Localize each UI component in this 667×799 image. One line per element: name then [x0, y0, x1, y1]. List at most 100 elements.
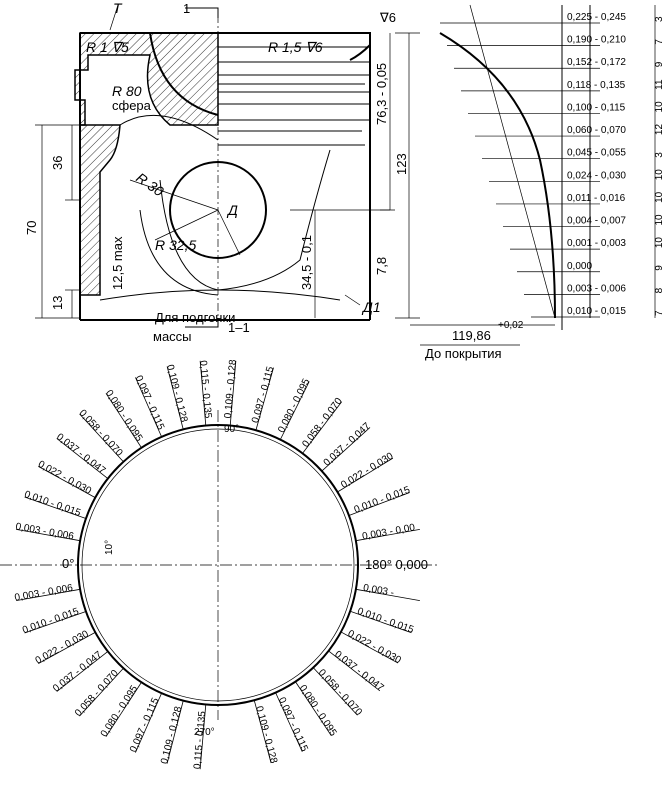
skirt-lower-curve: [99, 289, 341, 301]
ovality-value: 0,022 - 0,030: [339, 451, 395, 491]
ovality-ray: [275, 692, 303, 753]
piston-section: [35, 4, 555, 346]
ovality-ray: [105, 393, 142, 448]
profile-row-value: 0,024 - 0,030: [567, 170, 626, 181]
profile-row-value: 0,060 - 0,070: [567, 125, 626, 136]
crown-hatch: [74, 32, 219, 126]
pin-boss: [169, 161, 267, 259]
ovality-value: 0,109 - 0,128: [159, 705, 184, 765]
inner-cavity-left2: [159, 179, 219, 291]
dim-pin: 34,5 - 0,1: [299, 235, 314, 290]
pin-radius: R 32,5: [155, 237, 196, 253]
profile-row-value: 0,225 - 0,245: [567, 12, 626, 23]
ovality-value: 0,097 - 0,115: [133, 374, 167, 432]
diameter-value: 119,86: [452, 328, 491, 343]
ovality-ray: [355, 529, 420, 542]
profile-row-value: 0,010 - 0,015: [567, 306, 626, 317]
leader-T: [109, 4, 119, 31]
ovality-ray: [38, 466, 96, 499]
ovality-ray: [255, 367, 274, 431]
dim-height-top: 76,3 - 0,05: [374, 63, 389, 125]
section-arrow-bottom: [185, 318, 219, 328]
profile-row-step: 10: [654, 169, 665, 181]
leader-D1: [344, 294, 361, 306]
ovality-value: 0,109 - 0,128: [164, 364, 189, 424]
leader-r325: [154, 209, 219, 241]
ovality-ray: [56, 651, 109, 692]
radius-top-left: R 1 ∇5: [86, 39, 129, 55]
dome-curve: [149, 32, 219, 116]
inner-cavity-top: [119, 114, 219, 141]
diameter-note: До покрытия: [425, 346, 502, 361]
mass-note-line1: Для подгонки: [155, 310, 235, 325]
ovality-ray: [38, 631, 96, 664]
dim-13: 13: [50, 296, 65, 310]
dim-70: 70: [24, 221, 39, 235]
leader-r30: [129, 179, 219, 211]
angle-270: 270°: [194, 727, 215, 738]
mass-note-line2: массы: [153, 329, 192, 344]
ovality-value: 0,109 - 0,128: [223, 359, 239, 419]
letter-D: Д: [226, 202, 238, 218]
ovality-ray: [79, 667, 124, 717]
ovality-ray: [355, 588, 420, 601]
profile-row-step: 11: [654, 79, 665, 90]
inner-cavity-left: [139, 209, 219, 296]
profile-row-step: 7: [654, 39, 665, 45]
profile-row-step: 7: [654, 310, 665, 316]
ovality-ray: [166, 366, 184, 430]
profile-slant: [469, 4, 556, 319]
ovality-diagram: [0, 410, 440, 720]
dim-7-8: 7,8: [374, 257, 389, 275]
angle-0: 0°: [62, 556, 74, 571]
ovality-ray: [279, 381, 310, 440]
ovality-value: 0,022 - 0,030: [36, 459, 93, 497]
section-mark-top: 1: [183, 1, 190, 16]
profile-row-value: 0,004 - 0,007: [567, 216, 626, 227]
sphere-word: сфера: [112, 98, 152, 113]
ovality-ray: [199, 360, 207, 426]
ovality-ray: [253, 700, 272, 764]
profile-row-value: 0,003 - 0,006: [567, 283, 626, 294]
ovality-value: 0,115 - 0,135: [197, 360, 213, 419]
ovality-ray: [79, 413, 124, 463]
radius-top-right: R 1,5 ∇6: [268, 39, 323, 55]
ring-grooves: [218, 46, 370, 146]
letter-D1: Д1: [361, 299, 381, 315]
ovality-value: 0,010 - 0,015: [356, 606, 416, 636]
ovality-value: 0,097 - 0,115: [250, 365, 276, 424]
skirt-hatch: [79, 124, 121, 296]
ovality-value: 0,080 - 0,095: [276, 377, 312, 435]
profile-row-step: 10: [654, 214, 665, 226]
angle-90: 90°: [224, 424, 239, 435]
ovality-ray: [328, 650, 381, 692]
ovality-ray: [105, 682, 142, 737]
ovality-value: 0,003 - 0,006: [15, 521, 75, 542]
ovality-ray: [166, 700, 184, 764]
profile-row-step: 9: [654, 61, 665, 67]
profile-row-value: 0,152 - 0,172: [567, 57, 626, 68]
ovality-ray: [302, 401, 343, 454]
sphere-radius: R 80: [112, 83, 142, 99]
profile-diagram: [439, 4, 563, 330]
profile-row-step: 3: [654, 16, 665, 22]
small-dim: 10°: [104, 540, 115, 555]
profile-row-value: 0,045 - 0,055: [567, 148, 626, 159]
ovality-ray: [56, 438, 109, 479]
profile-row-step: 12: [654, 124, 665, 136]
profile-row-step: 9: [654, 265, 665, 271]
ovality-value: 0,037 - 0,047: [322, 421, 373, 469]
ovality-ray: [229, 360, 237, 426]
profile-row-step: 8: [654, 287, 665, 293]
ovality-ray: [135, 377, 162, 438]
dim-36: 36: [50, 156, 65, 170]
ovality-ray: [348, 492, 410, 516]
ovality-value: 0,003 - 0,00: [361, 522, 416, 542]
ovality-value: 0,115 - 0,135: [192, 710, 208, 769]
ovality-value: 0,010 - 0,015: [21, 606, 81, 636]
section-arrow-top: [185, 7, 219, 18]
profile-row-value: 0,011 - 0,016: [567, 193, 626, 204]
